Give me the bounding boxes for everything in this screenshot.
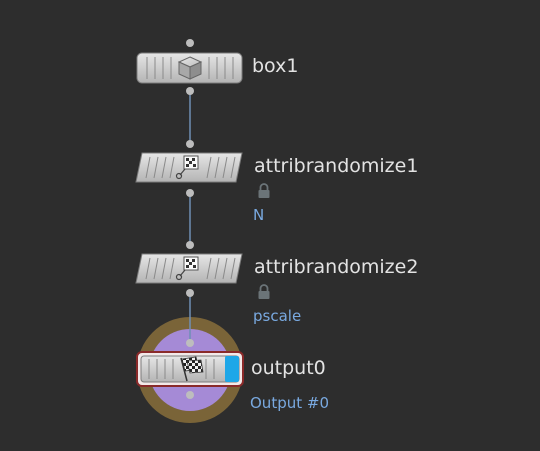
node-output0[interactable] xyxy=(136,339,244,399)
node-label-attribrandomize2[interactable]: attribrandomize2 xyxy=(254,256,419,278)
node-sublabel-output0: Output #0 xyxy=(250,394,329,412)
node-sublabel-attribrandomize2: pscale xyxy=(253,307,302,325)
output-connector xyxy=(186,87,194,95)
output-connector xyxy=(186,289,194,297)
node-label-attribrandomize1[interactable]: attribrandomize1 xyxy=(254,155,419,177)
input-connector xyxy=(186,339,194,347)
display-flag xyxy=(225,356,239,382)
node-sublabel-attribrandomize1: N xyxy=(253,206,265,224)
node-attribrandomize1[interactable] xyxy=(135,140,243,197)
input-connector xyxy=(186,140,194,148)
node-label-box1[interactable]: box1 xyxy=(252,55,299,77)
input-connector xyxy=(186,241,194,249)
node-label-output0[interactable]: output0 xyxy=(251,357,326,379)
output-connector xyxy=(186,189,194,197)
lock-icon xyxy=(258,284,270,299)
lock-icon xyxy=(258,183,270,198)
input-connector xyxy=(186,39,194,47)
node-attribrandomize2[interactable] xyxy=(135,241,243,297)
box-icon xyxy=(177,56,203,80)
output-connector xyxy=(186,391,194,399)
attribrandomize-icon xyxy=(175,155,199,180)
attribrandomize-icon xyxy=(175,256,199,281)
node-box1[interactable] xyxy=(136,39,243,95)
checkered-flag-icon xyxy=(180,356,204,382)
